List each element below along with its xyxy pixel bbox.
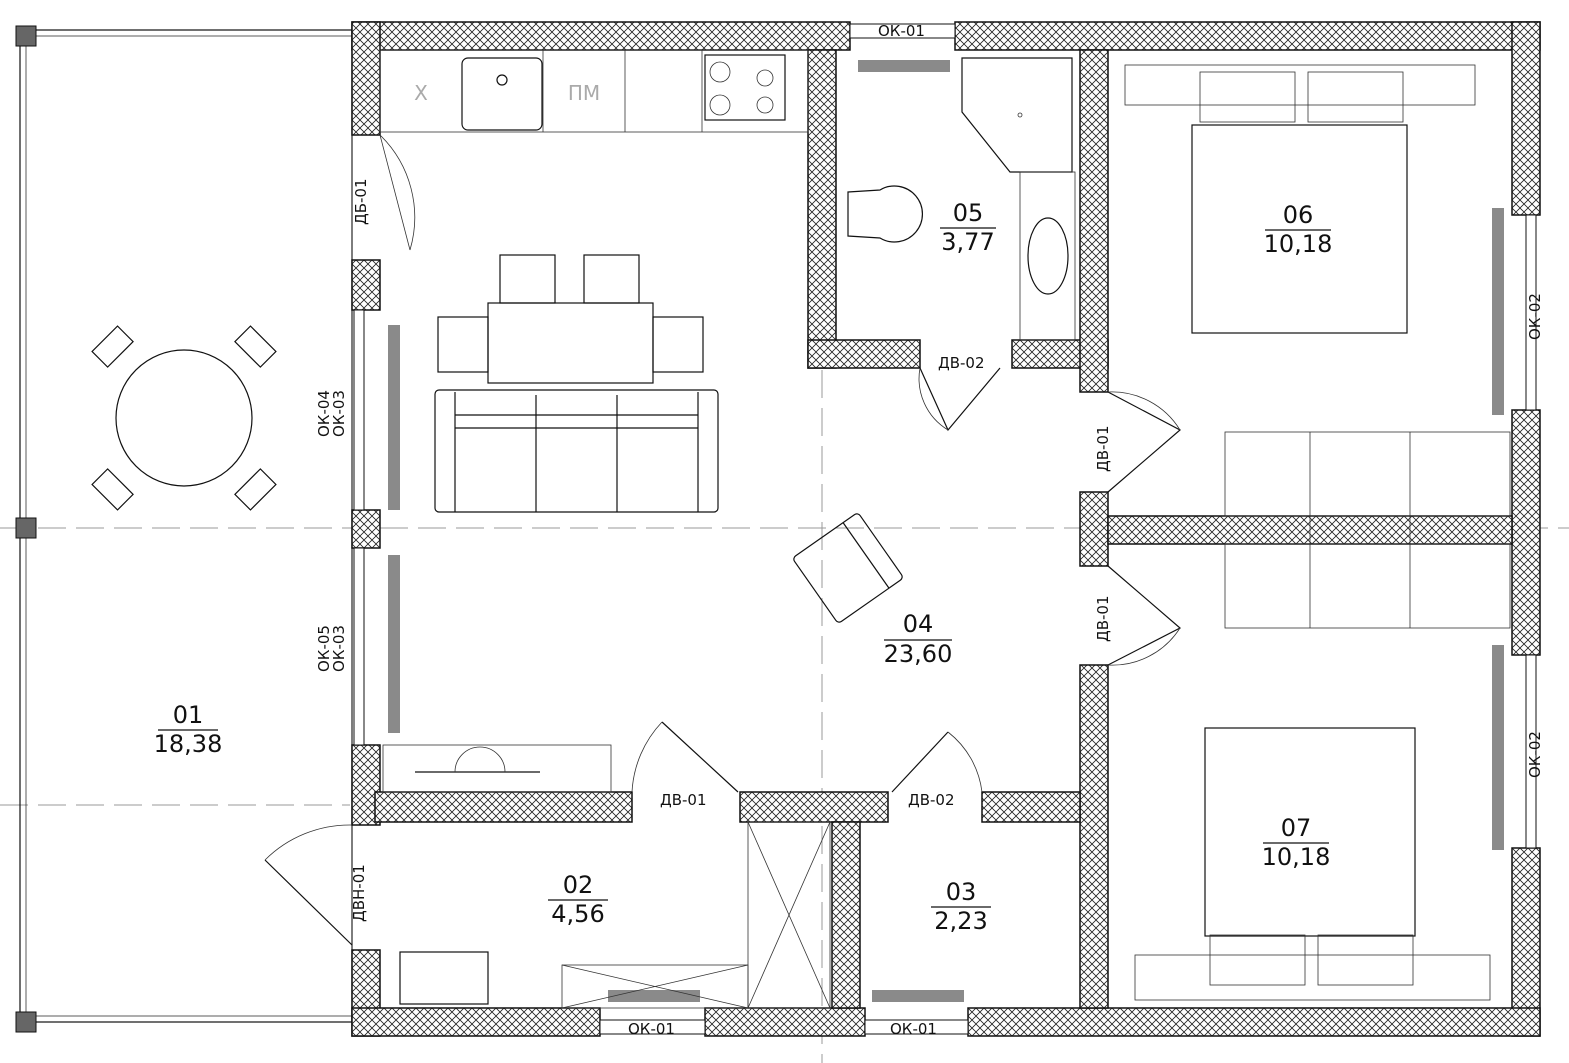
- svg-text:02: 02: [563, 871, 594, 899]
- room-05: 053,77: [940, 199, 996, 256]
- terrace-table-set: [91, 325, 277, 511]
- post: [15, 25, 37, 47]
- svg-text:05: 05: [953, 199, 984, 227]
- svg-text:ДБ-01: ДБ-01: [352, 178, 370, 225]
- windows: [353, 23, 1537, 1035]
- svg-text:07: 07: [1281, 814, 1312, 842]
- svg-text:ОК-02: ОК-02: [1526, 731, 1544, 778]
- svg-text:ДВ-01: ДВ-01: [1094, 595, 1112, 642]
- bed-06: [1124, 64, 1476, 334]
- svg-text:ОК-01: ОК-01: [628, 1020, 675, 1038]
- svg-text:2,23: 2,23: [934, 907, 987, 935]
- svg-text:01: 01: [173, 701, 204, 729]
- doors: [264, 134, 1182, 946]
- svg-text:ДВН-01: ДВН-01: [350, 864, 368, 922]
- tv-unit: [382, 744, 612, 793]
- grid-axes: [0, 370, 1569, 1063]
- radiators: [388, 60, 1504, 1002]
- svg-text:4,56: 4,56: [551, 900, 604, 928]
- walls: [351, 21, 1541, 1037]
- svg-text:3,77: 3,77: [941, 228, 994, 256]
- dining-set: [437, 254, 704, 384]
- sofa: [434, 389, 719, 513]
- kitchen-counter: Х ПМ: [379, 49, 809, 133]
- shower: [961, 57, 1073, 173]
- svg-text:ОК-03: ОК-03: [330, 390, 348, 437]
- bathroom-fixtures: [847, 57, 1076, 341]
- opening-tags: ОК-01 ОК-01 ОК-01 ДБ-01 ОК-04 ОК-03 ОК-0…: [315, 22, 1544, 1038]
- svg-text:03: 03: [946, 878, 977, 906]
- bed-07: [1134, 727, 1491, 1001]
- toilet: [847, 185, 923, 243]
- svg-text:ДВ-02: ДВ-02: [938, 354, 985, 372]
- washbasin: [1027, 217, 1069, 295]
- room-02: 024,56: [548, 871, 608, 928]
- hall-fixtures: [399, 821, 831, 1009]
- svg-text:04: 04: [903, 610, 934, 638]
- armchair: [793, 513, 903, 623]
- svg-text:ОК-03: ОК-03: [330, 625, 348, 672]
- svg-text:06: 06: [1283, 201, 1314, 229]
- post: [15, 1011, 37, 1033]
- stove: [704, 54, 786, 121]
- wardrobes: [1224, 431, 1511, 629]
- fridge-label: Х: [414, 81, 428, 105]
- room-03: 032,23: [931, 878, 991, 935]
- svg-text:ДВ-01: ДВ-01: [660, 791, 707, 809]
- post: [15, 517, 37, 539]
- svg-text:10,18: 10,18: [1262, 843, 1331, 871]
- svg-text:ОК-01: ОК-01: [890, 1020, 937, 1038]
- dishwasher-label: ПМ: [568, 81, 600, 105]
- svg-text:ОК-01: ОК-01: [878, 22, 925, 40]
- sink: [461, 57, 543, 131]
- svg-text:ДВ-01: ДВ-01: [1094, 425, 1112, 472]
- svg-text:ОК-05: ОК-05: [315, 625, 333, 672]
- svg-text:18,38: 18,38: [154, 730, 223, 758]
- svg-text:23,60: 23,60: [884, 640, 953, 668]
- svg-text:ОК-02: ОК-02: [1526, 293, 1544, 340]
- svg-text:ДВ-02: ДВ-02: [908, 791, 955, 809]
- terrace: [15, 25, 353, 1033]
- boiler: [399, 951, 489, 1005]
- svg-text:10,18: 10,18: [1264, 230, 1333, 258]
- svg-text:ОК-04: ОК-04: [315, 390, 333, 437]
